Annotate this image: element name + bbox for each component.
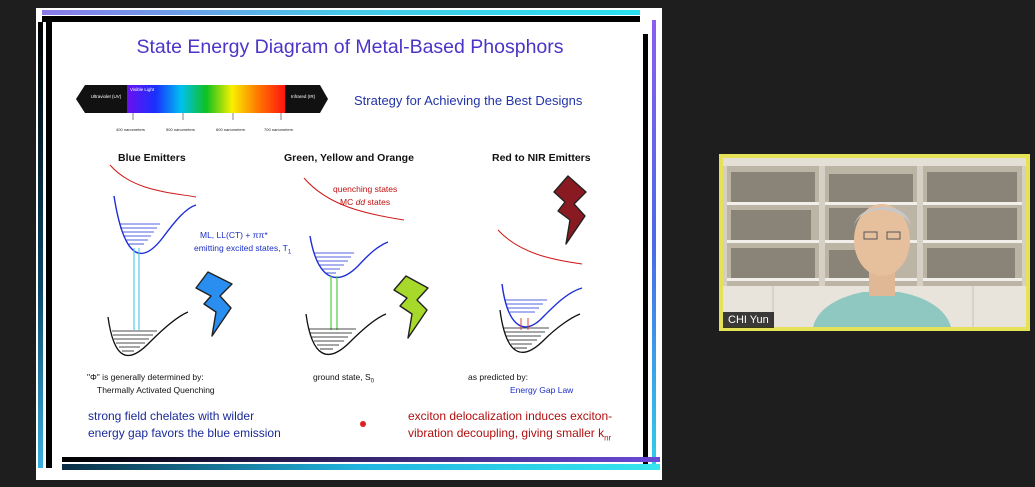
quenching-states-label: quenching states <box>333 184 398 194</box>
spectrum-tick-600: 600 nanometers <box>216 127 245 132</box>
slide-title: State Energy Diagram of Metal-Based Phos… <box>136 36 564 58</box>
slide-graphics <box>38 10 660 470</box>
predicted-by-label: as predicted by: <box>468 372 529 382</box>
spectrum-visible-label: Visible Light <box>130 87 155 92</box>
spectrum-uv-label: Ultraviolet (UV) <box>90 94 122 99</box>
blue-emission-note: strong field chelates with wilder energy… <box>88 408 281 442</box>
column-heading-blue: Blue Emitters <box>118 152 186 164</box>
exciton-note: exciton delocalization induces exciton- … <box>408 408 612 446</box>
ground-state-label: ground state, S0 <box>313 372 374 385</box>
spectrum-tick-700: 700 nanometers <box>264 127 293 132</box>
emitting-states-label-2: emitting excited states, T1 <box>194 243 292 256</box>
exciton-note-line2: vibration decoupling, giving smaller knr <box>408 426 612 443</box>
emitting-states-label-1: ML, LL(CT) + ππ* <box>200 230 268 240</box>
energy-gap-law-label: Energy Gap Law <box>510 385 574 395</box>
phi-determined-label: "Φ" is generally determined by: <box>87 372 204 382</box>
thermal-quenching-label: Thermally Activated Quenching <box>97 385 215 395</box>
exciton-note-line1: exciton delocalization induces exciton- <box>408 409 613 423</box>
blue-emission-note-line1: strong field chelates with wilder <box>88 409 255 423</box>
strategy-heading: Strategy for Achieving the Best Designs <box>354 93 583 108</box>
blue-lightning-icon <box>195 271 233 337</box>
spectrum-tick-400: 400 nanometers <box>116 127 145 132</box>
spectrum-ir-label: Infrared (IR) <box>290 94 316 99</box>
column-heading-green: Green, Yellow and Orange <box>284 152 414 164</box>
mc-dd-states-label: MC dd states <box>340 197 391 207</box>
participant-name-tag: CHI Yun <box>723 312 774 328</box>
shared-slide: State Energy Diagram of Metal-Based Phos… <box>36 8 662 480</box>
green-lightning-icon <box>393 275 429 339</box>
spectrum-tick-500: 500 nanometers <box>166 127 195 132</box>
laser-pointer <box>360 421 366 427</box>
column-heading-red: Red to NIR Emitters <box>492 152 591 164</box>
participant-video <box>723 158 1026 327</box>
bookshelf-background <box>723 158 1026 327</box>
red-lightning-icon <box>553 175 587 245</box>
participant-video-tile[interactable] <box>719 154 1030 331</box>
blue-emission-note-line2: energy gap favors the blue emission <box>88 426 281 440</box>
